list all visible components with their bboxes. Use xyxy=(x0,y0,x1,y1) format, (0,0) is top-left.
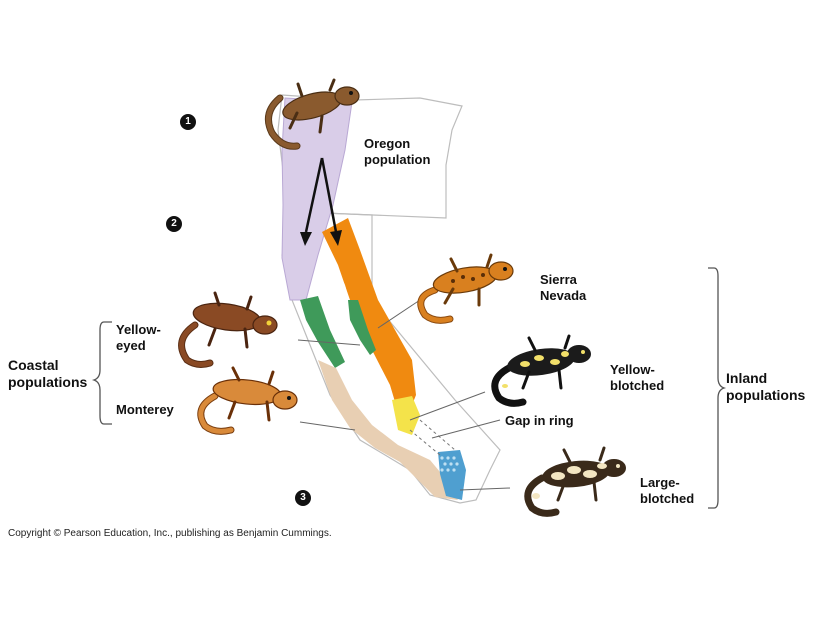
arrowhead-right xyxy=(330,230,342,246)
sierra-label-line1: Sierra xyxy=(540,272,577,287)
oregon-population-label: Oregon population xyxy=(364,136,430,168)
yellow-blotched-salamander-icon xyxy=(491,334,591,407)
sierra-nevada-label: Sierra Nevada xyxy=(540,272,586,304)
sierra-nevada-region xyxy=(322,218,416,420)
inland-label-line1: Inland xyxy=(726,370,768,386)
inland-populations-label: Inland populations xyxy=(726,370,805,404)
yellow-eyed-region xyxy=(300,296,345,368)
large-blotched-label-line1: Large- xyxy=(640,475,680,490)
inland-green-band xyxy=(348,300,376,355)
gap-dashed-line-2 xyxy=(419,419,456,451)
large-blotched-salamander-icon xyxy=(524,446,626,517)
migration-arrows xyxy=(304,157,338,233)
large-blotched-dots xyxy=(440,456,459,472)
oregon-label-line1: Oregon xyxy=(364,136,411,151)
yellow-eyed-salamander-icon xyxy=(178,291,278,368)
leader-gap xyxy=(431,419,501,439)
sierra-label-line2: Nevada xyxy=(540,288,587,303)
oregon-label-line2: population xyxy=(364,152,431,167)
leader-yellow-blotched xyxy=(409,391,486,421)
step-marker-1: 1 xyxy=(180,114,196,130)
coastal-bracket xyxy=(91,321,112,425)
large-blotched-label-line2: blotched xyxy=(640,491,695,506)
california-state-outline xyxy=(281,211,501,504)
coastal-label-line2: populations xyxy=(8,374,88,390)
yellow-eyed-label-line2: eyed xyxy=(116,338,146,353)
leader-yellow-eyed xyxy=(297,339,361,346)
monterey-salamander-icon xyxy=(197,366,298,435)
monterey-label: Monterey xyxy=(116,402,174,417)
coastal-populations-label: Coastal populations xyxy=(8,357,87,391)
yellow-blotched-label: Yellow- blotched xyxy=(610,362,664,394)
sierra-nevada-salamander-icon xyxy=(417,253,514,324)
arrowhead-left xyxy=(300,232,312,246)
leader-monterey xyxy=(299,421,356,431)
step-marker-3: 3 xyxy=(295,490,311,506)
yellow-eyed-label-line1: Yellow- xyxy=(116,322,161,337)
leader-sierra xyxy=(377,299,421,329)
oregon-state-outline xyxy=(277,94,463,219)
inland-bracket xyxy=(708,267,727,509)
large-blotched-label: Large- blotched xyxy=(640,475,694,507)
monterey-region xyxy=(318,360,458,500)
copyright-notice: Copyright © Pearson Education, Inc., pub… xyxy=(8,528,332,539)
gap-dashed-line xyxy=(409,429,441,456)
leader-large-blotched xyxy=(459,487,511,491)
yellow-blotched-label-line2: blotched xyxy=(610,378,665,393)
inland-label-line2: populations xyxy=(726,387,806,403)
step-marker-2: 2 xyxy=(166,216,182,232)
yellow-blotched-region xyxy=(392,396,420,435)
gap-in-ring-label: Gap in ring xyxy=(505,413,574,428)
yellow-blotched-label-line1: Yellow- xyxy=(610,362,655,377)
coastal-label-line1: Coastal xyxy=(8,357,59,373)
yellow-eyed-label: Yellow- eyed xyxy=(116,322,161,354)
oregon-salamander-icon xyxy=(264,78,360,150)
